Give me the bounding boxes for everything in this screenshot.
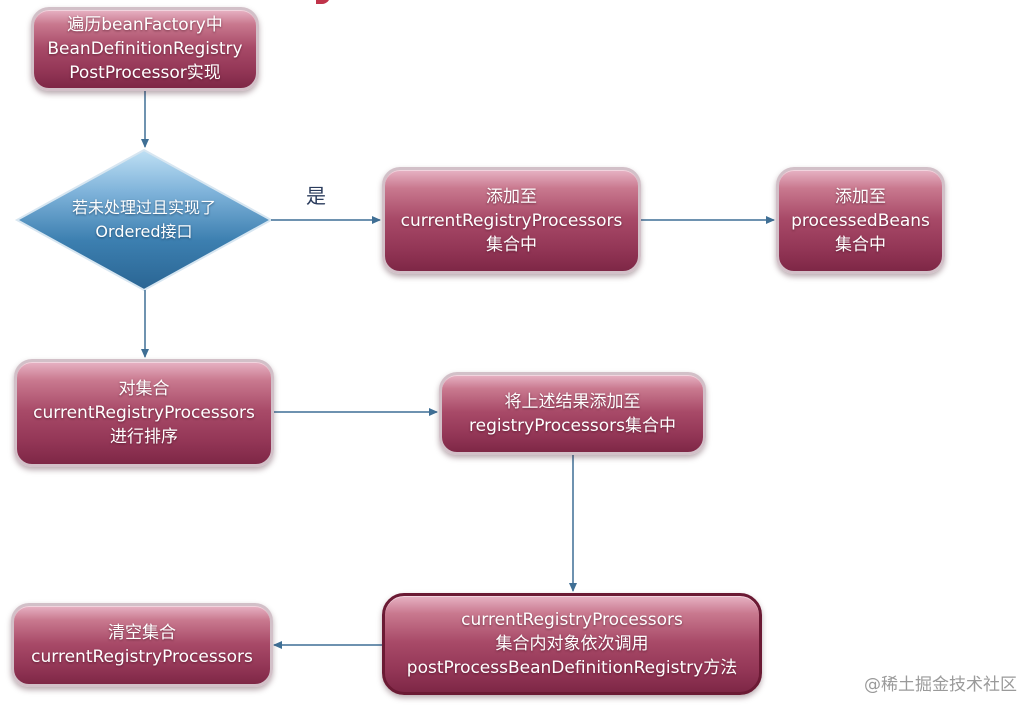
edge-label-yes: 是 xyxy=(306,184,326,208)
node-add-processed: 添加至 processedBeans 集合中 xyxy=(776,167,945,274)
decision-diamond xyxy=(14,148,274,292)
node-add-current: 添加至 currentRegistryProcessors 集合中 xyxy=(382,167,641,274)
node-sort: 对集合 currentRegistryProcessors 进行排序 xyxy=(14,359,274,467)
node-add-current-label: 添加至 currentRegistryProcessors 集合中 xyxy=(400,186,623,255)
node-iterate-label: 遍历beanFactory中 BeanDefinitionRegistry Po… xyxy=(47,15,243,83)
node-iterate: 遍历beanFactory中 BeanDefinitionRegistry Po… xyxy=(31,7,259,91)
watermark-text: @稀土掘金技术社区 xyxy=(864,675,1017,695)
node-add-registry: 将上述结果添加至 registryProcessors集合中 xyxy=(439,372,706,455)
node-condition: 若未处理过且实现了 Ordered接口 xyxy=(17,150,271,290)
node-sort-label: 对集合 currentRegistryProcessors 进行排序 xyxy=(33,379,255,447)
node-invoke: currentRegistryProcessors 集合内对象依次调用 post… xyxy=(382,593,762,695)
node-add-processed-label: 添加至 processedBeans 集合中 xyxy=(791,186,930,255)
node-condition-label: 若未处理过且实现了 Ordered接口 xyxy=(71,198,216,241)
node-invoke-label: currentRegistryProcessors 集合内对象依次调用 post… xyxy=(406,610,738,678)
node-add-registry-label: 将上述结果添加至 registryProcessors集合中 xyxy=(469,391,676,436)
node-clear: 清空集合 currentRegistryProcessors xyxy=(11,603,273,687)
node-clear-label: 清空集合 currentRegistryProcessors xyxy=(31,623,253,667)
